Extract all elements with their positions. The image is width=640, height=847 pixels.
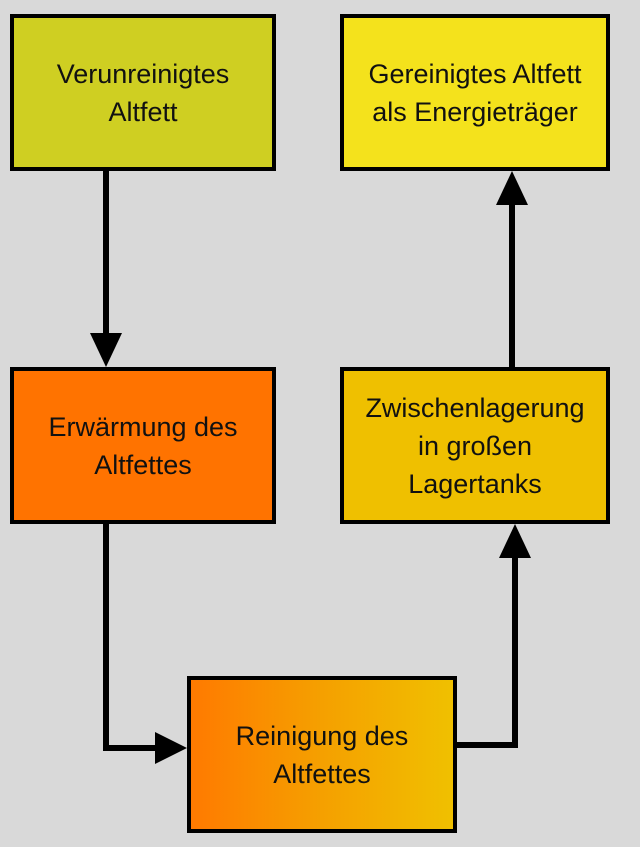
node-erwaermung: Erwärmung des Altfettes	[10, 367, 276, 524]
edge-2-line	[103, 524, 158, 751]
node-gereinigtes-altfett: Gereinigtes Altfett als Energieträger	[340, 14, 610, 171]
node-label-line: Verunreinigtes	[56, 58, 230, 89]
node-label-line: Reinigung des	[235, 720, 409, 751]
edge-4-arrowhead	[496, 171, 528, 205]
edge-3-line	[457, 556, 518, 748]
node-zwischenlagerung: Zwischenlagerung in großen Lagertanks	[340, 367, 610, 524]
node-label-line: Altfett	[108, 96, 178, 127]
node-label-line: in großen	[417, 430, 533, 461]
edge-3-arrowhead	[499, 524, 531, 558]
edge-1-arrowhead	[90, 333, 122, 367]
node-reinigung: Reinigung des Altfettes	[187, 676, 457, 833]
node-label-line: Lagertanks	[408, 468, 542, 499]
node-label-line: Zwischenlagerung	[365, 392, 585, 423]
node-label-line: Erwärmung des	[48, 411, 238, 442]
node-label-line: Altfettes	[273, 758, 371, 789]
node-label-line: Altfettes	[94, 449, 192, 480]
node-label-line: Gereinigtes Altfett	[368, 58, 582, 89]
node-verunreinigtes-altfett: Verunreinigtes Altfett	[10, 14, 276, 171]
edge-2-arrowhead	[155, 732, 187, 764]
node-label-line: als Energieträger	[372, 96, 578, 127]
